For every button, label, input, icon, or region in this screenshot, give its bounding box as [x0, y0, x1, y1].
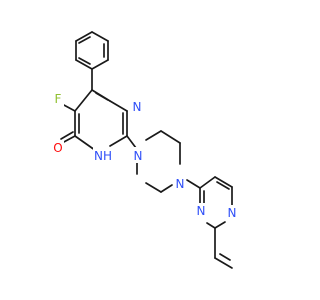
- svg-text:F: F: [55, 92, 62, 106]
- atom-labels: N NH N N N N F O: [52, 91, 238, 221]
- svg-text:N: N: [134, 149, 143, 163]
- methylpyrimidine-ring: [186, 176, 233, 269]
- svg-text:N: N: [133, 100, 142, 114]
- svg-text:N: N: [176, 177, 185, 191]
- piperazine-ring: [126, 130, 181, 193]
- svg-text:O: O: [53, 141, 62, 155]
- atom-n-pyrimidine-1: N: [195, 203, 207, 219]
- substituent-bonds: [60, 103, 76, 144]
- svg-text:N: N: [197, 204, 206, 218]
- atom-nh: NH: [93, 147, 113, 163]
- atom-o: O: [52, 140, 64, 156]
- atom-n-pyrimidine-2: N: [226, 205, 238, 221]
- svg-text:NH: NH: [94, 149, 112, 163]
- svg-text:N: N: [228, 206, 237, 220]
- pyrimidinone-ring: [74, 68, 128, 154]
- atom-n-piperazine-1: N: [132, 147, 144, 163]
- atom-n-piperazine-2: N: [174, 176, 186, 192]
- atom-n-pyrimidinone: N: [131, 99, 143, 115]
- atom-f: F: [52, 91, 64, 107]
- molecule-structure: N NH N N N N F O: [52, 31, 238, 269]
- phenyl-ring: [75, 31, 109, 70]
